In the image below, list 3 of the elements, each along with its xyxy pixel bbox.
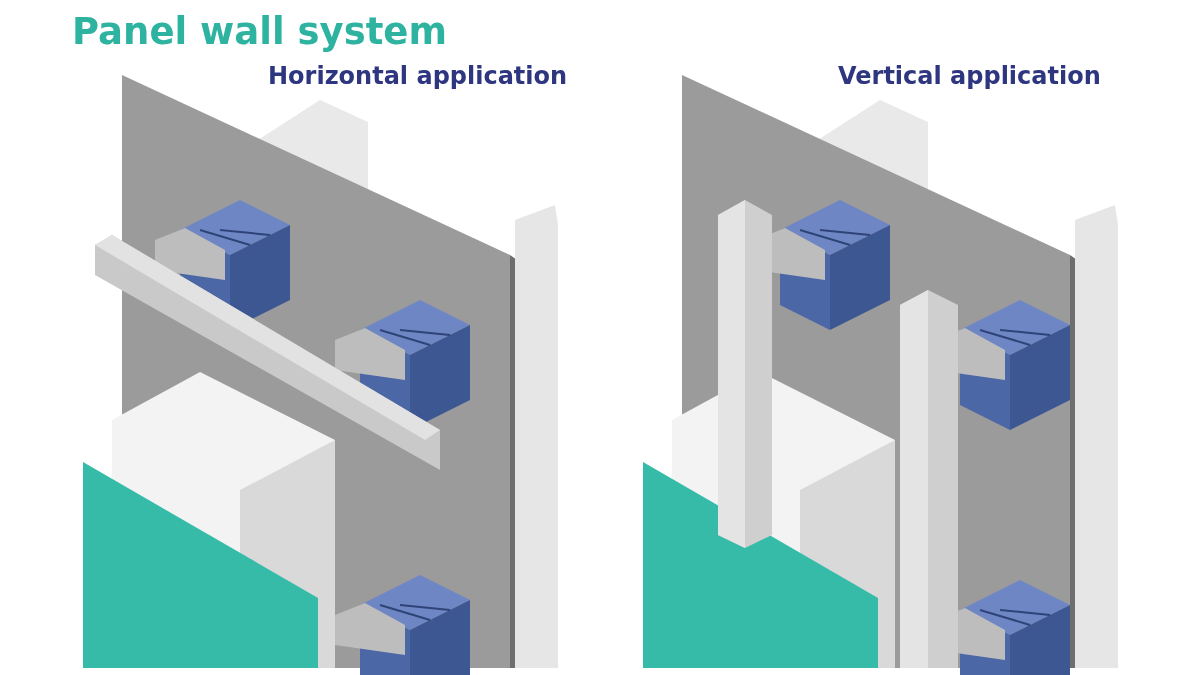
- diagram-title: Panel wall system: [72, 10, 447, 53]
- section-heading: Vertical application: [838, 62, 1101, 90]
- section-heading: Horizontal application: [268, 62, 568, 90]
